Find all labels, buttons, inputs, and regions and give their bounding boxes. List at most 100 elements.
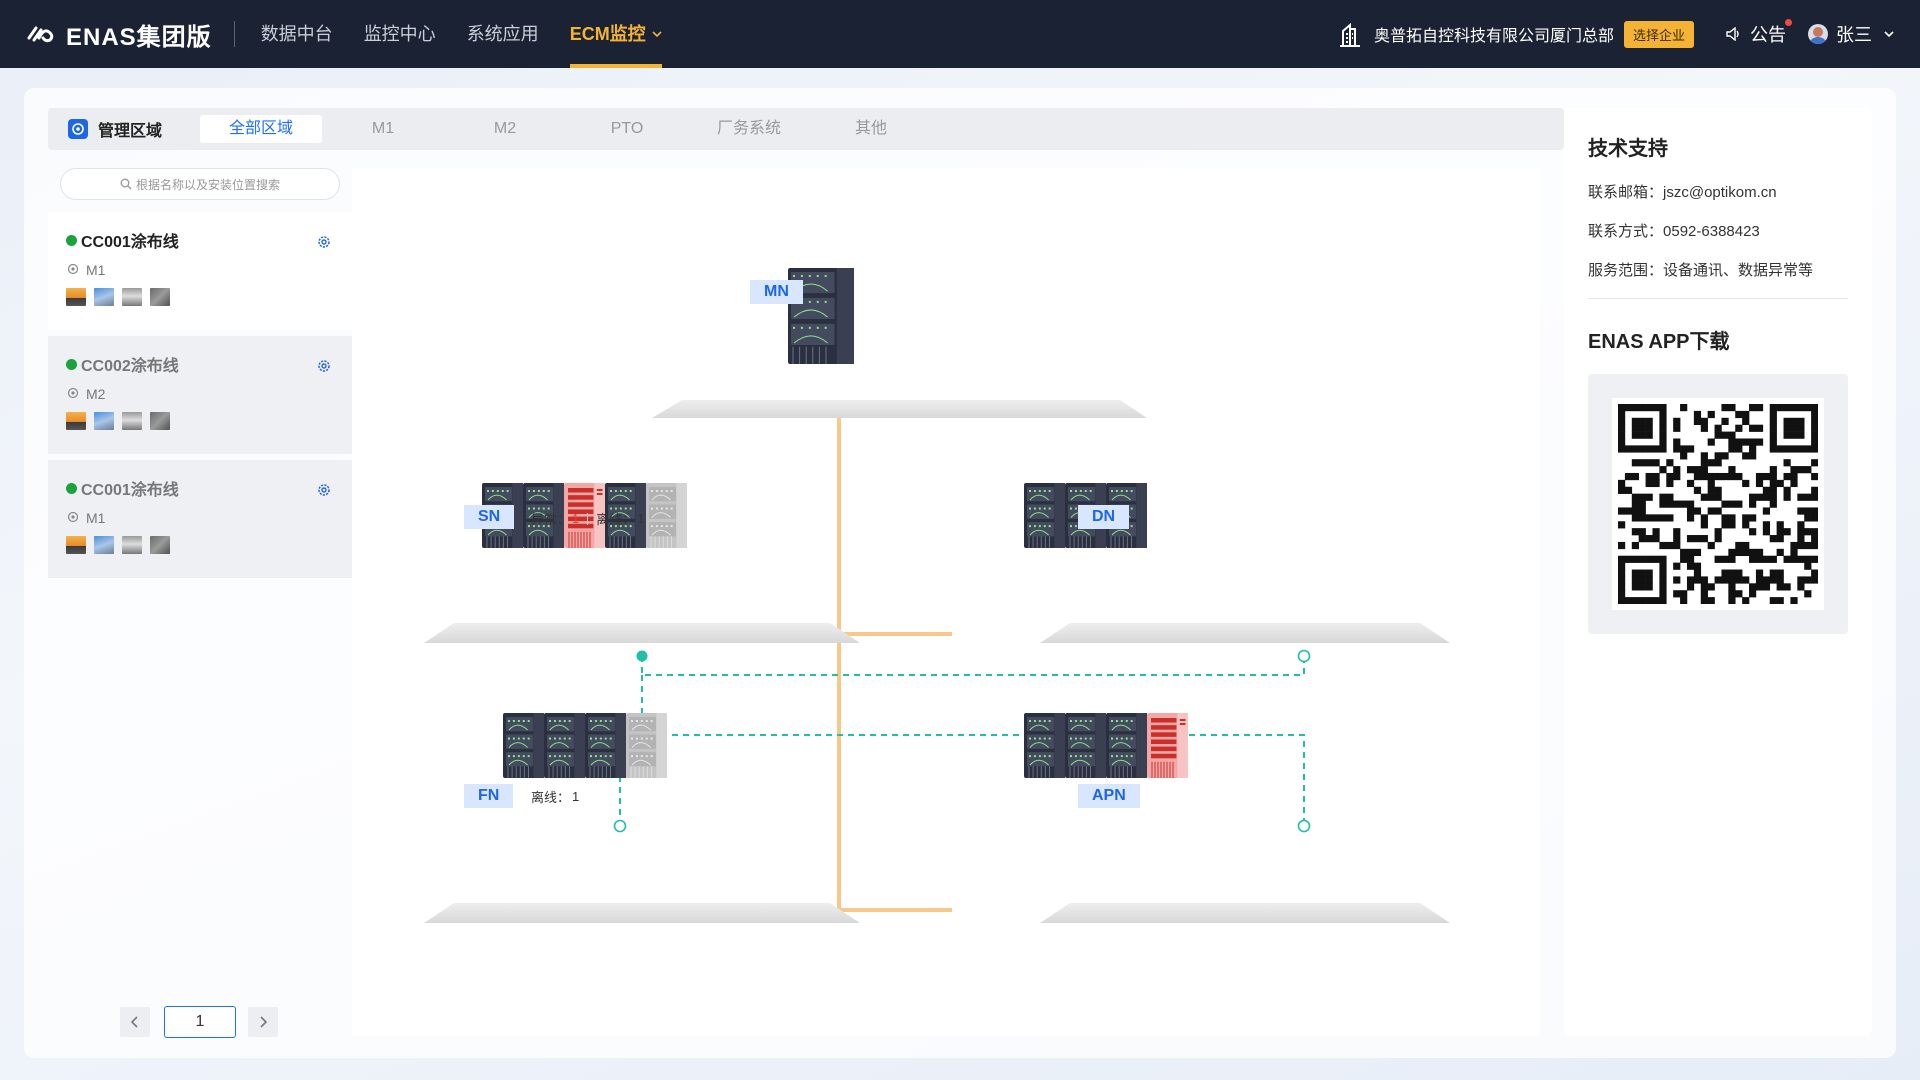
avatar: [1808, 24, 1828, 44]
prev-page-button[interactable]: [120, 1007, 150, 1037]
server-rack-offline[interactable]: [646, 483, 687, 548]
thumbnail-image[interactable]: [66, 412, 86, 430]
support-phone-value: 0592-6388423: [1663, 223, 1760, 240]
list-item[interactable]: CC001涂布线 M1: [48, 212, 352, 330]
thumbnail-image[interactable]: [94, 536, 114, 554]
thumbnail-image[interactable]: [150, 412, 170, 430]
node-label-dn[interactable]: DN: [1078, 505, 1130, 529]
fn-offline-label: 离线：: [531, 790, 571, 805]
platform-dn: [1040, 623, 1450, 643]
thumbnail-image[interactable]: [94, 288, 114, 306]
thumbnail-image[interactable]: [150, 536, 170, 554]
line-name-row: CC001涂布线: [66, 476, 352, 500]
server-rack-normal[interactable]: [585, 713, 626, 778]
server-rack-offline[interactable]: [626, 713, 667, 778]
server-rack-alarm[interactable]: [564, 483, 605, 548]
sn-abnormal-count: 1: [572, 511, 580, 526]
thumbnail-image[interactable]: [122, 412, 142, 430]
nav-item-ecm-label: ECM监控: [569, 24, 646, 44]
link-endpoint: [1297, 649, 1311, 663]
brand-name: ENAS集团版: [66, 23, 212, 51]
thumbnail-image[interactable]: [66, 288, 86, 306]
line-thumbnails: [66, 536, 352, 554]
notice-button[interactable]: 公告: [1726, 19, 1792, 47]
server-rack-normal[interactable]: [544, 713, 585, 778]
speaker-icon: [1726, 27, 1739, 41]
search-input[interactable]: 根据名称以及安装位置搜索: [60, 168, 340, 200]
building-icon: [1339, 22, 1360, 47]
node-label-fn[interactable]: FN: [464, 784, 514, 808]
user-menu[interactable]: 张三: [1808, 21, 1894, 47]
line-location-text: M1: [86, 510, 106, 526]
line-name: CC001涂布线: [81, 234, 179, 251]
tab-pto[interactable]: PTO: [610, 120, 644, 137]
tab-facility-system[interactable]: 厂务系统: [716, 120, 781, 137]
thumbnail-image[interactable]: [66, 536, 86, 554]
brand-logo[interactable]: ENAS集团版: [26, 17, 212, 52]
nav-item-monitor-center[interactable]: 监控中心: [363, 24, 436, 44]
node-label-sn[interactable]: SN: [464, 505, 515, 529]
user-name: 张三: [1836, 25, 1872, 45]
thumbnail-image[interactable]: [122, 288, 142, 306]
server-rack-normal[interactable]: [1106, 713, 1147, 778]
sn-abnormal-label: 异常：: [531, 512, 571, 527]
chevron-left-icon: [130, 1016, 138, 1028]
support-phone: 联系方式：0592-6388423: [1588, 220, 1848, 241]
support-email-value[interactable]: jszc@optikom.cn: [1663, 184, 1777, 201]
node-label-apn[interactable]: APN: [1078, 784, 1140, 808]
page-number-input[interactable]: 1: [164, 1006, 236, 1038]
server-rack-normal[interactable]: [1024, 483, 1065, 548]
qr-code-icon: [1618, 404, 1818, 604]
line-thumbnails: [66, 412, 352, 430]
tab-m1[interactable]: M1: [371, 120, 395, 137]
server-rack-normal[interactable]: [788, 268, 854, 364]
status-online-dot: [66, 482, 77, 494]
location-pin-icon: [67, 263, 79, 275]
thumbnail-image[interactable]: [150, 288, 170, 306]
gear-icon[interactable]: [316, 358, 332, 374]
topology-diagram: MN SN 异常： 1 离线： 1 DN FN 离线： 1 APN: [352, 168, 1540, 1036]
enas-logo-icon: [27, 26, 54, 43]
server-rack-alarm[interactable]: [1147, 713, 1188, 778]
settings-badge-icon: [68, 119, 88, 139]
gear-icon[interactable]: [316, 482, 332, 498]
search-placeholder: 根据名称以及安装位置搜索: [135, 177, 280, 192]
server-rack-normal[interactable]: [503, 713, 544, 778]
server-rack-normal[interactable]: [523, 483, 564, 548]
chevron-right-icon: [260, 1016, 268, 1028]
line-location-text: M1: [86, 262, 106, 278]
server-rack-normal[interactable]: [1065, 713, 1106, 778]
line-name-row: CC001涂布线: [66, 228, 352, 252]
top-navigation-bar: ENAS集团版 数据中台 监控中心 系统应用 ECM监控 奥普拓自控科技有限公司…: [0, 0, 1920, 68]
nav-item-data-platform[interactable]: 数据中台: [260, 24, 333, 44]
support-panel: 技术支持 联系邮箱：jszc@optikom.cn 联系方式：0592-6388…: [1564, 108, 1872, 1036]
platform-mn: [652, 400, 1147, 418]
list-item[interactable]: CC002涂布线 M2: [48, 336, 352, 454]
current-company: 奥普拓自控科技有限公司厦门总部: [1373, 28, 1614, 45]
node-label-mn[interactable]: MN: [750, 280, 803, 304]
server-rack-normal[interactable]: [605, 483, 646, 548]
tab-other[interactable]: 其他: [854, 120, 887, 137]
thumbnail-image[interactable]: [122, 536, 142, 554]
stat-divider: [587, 512, 589, 525]
list-item[interactable]: CC001涂布线 M1: [48, 460, 352, 578]
thumbnail-image[interactable]: [94, 412, 114, 430]
tab-m2[interactable]: M2: [493, 120, 517, 137]
platform-fn: [424, 903, 860, 923]
gear-icon[interactable]: [316, 234, 332, 250]
server-rack-normal[interactable]: [1024, 713, 1065, 778]
link-endpoints: [613, 649, 1311, 833]
next-page-button[interactable]: [248, 1007, 278, 1037]
line-location: M1: [66, 262, 352, 278]
select-company-button[interactable]: 选择企业: [1623, 20, 1694, 48]
nav-item-system-apps[interactable]: 系统应用: [466, 24, 539, 44]
line-thumbnails: [66, 288, 352, 306]
fn-offline-count: 1: [572, 789, 580, 804]
support-scope-value: 设备通讯、数据异常等: [1663, 262, 1814, 279]
status-online-dot: [66, 358, 77, 370]
trunk-links: [732, 412, 952, 912]
nav-item-ecm-monitor[interactable]: ECM监控: [569, 0, 662, 68]
line-location-text: M2: [86, 386, 106, 402]
tab-all-areas[interactable]: 全部区域: [200, 115, 322, 143]
support-email-label: 联系邮箱：: [1588, 184, 1664, 201]
